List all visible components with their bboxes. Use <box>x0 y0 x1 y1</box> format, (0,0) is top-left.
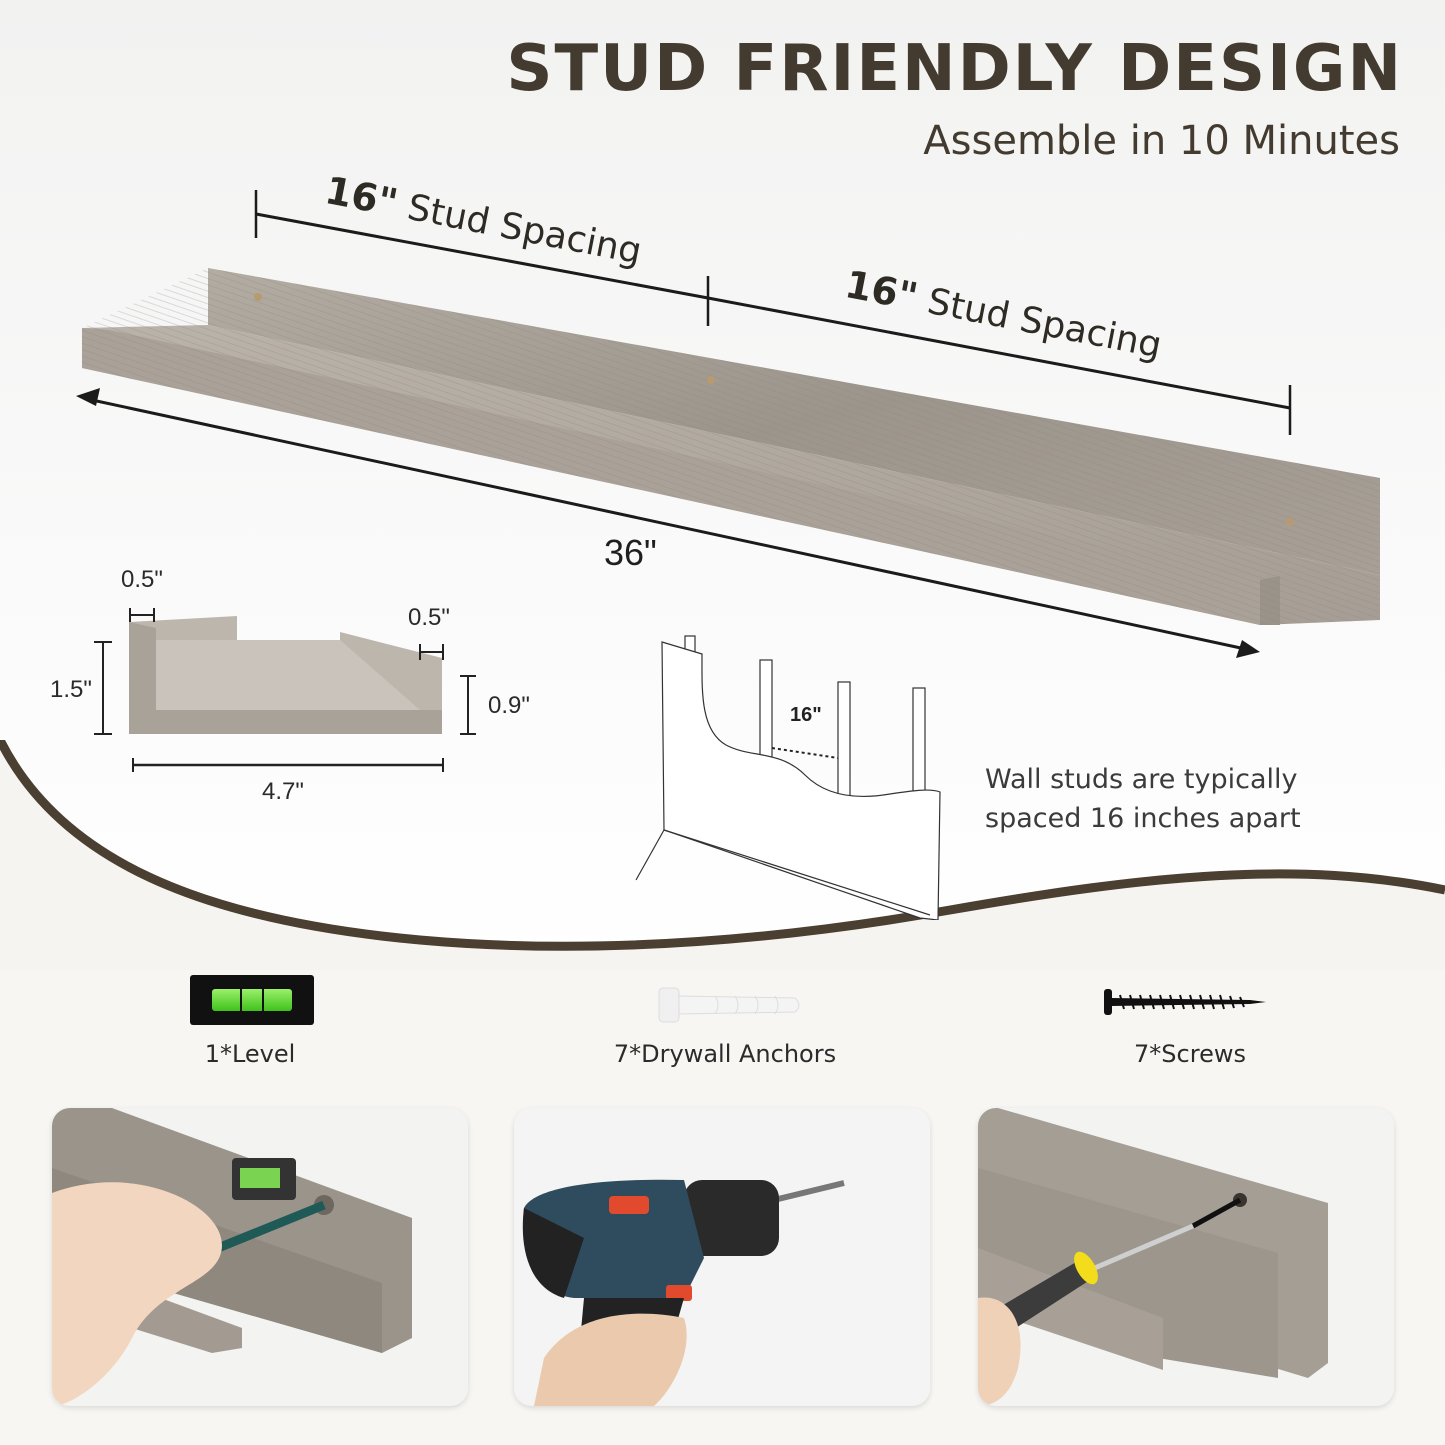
drywall-anchor-icon <box>658 987 800 1023</box>
lip-right-label: 0.5" <box>408 604 450 631</box>
stud-note-line-2: spaced 16 inches apart <box>985 803 1301 834</box>
accessory-screws-label: 7*Screws <box>1134 1040 1246 1068</box>
height-front-label: 0.9" <box>488 692 530 719</box>
height-back-label: 1.5" <box>50 676 92 703</box>
lip-left-label: 0.5" <box>121 566 163 593</box>
screw-hole <box>1286 518 1294 526</box>
accessory-anchors-label: 7*Drywall Anchors <box>613 1040 837 1068</box>
page-subtitle: Assemble in 10 Minutes <box>923 118 1400 164</box>
bubble-level-icon <box>190 975 314 1025</box>
drill-photo <box>514 1108 930 1406</box>
accessory-level-label: 1*Level <box>204 1040 296 1068</box>
stud-gap-label: 16" <box>790 704 822 726</box>
step-photo-mark-holes <box>52 1108 468 1406</box>
stud-spacing-note: Wall studs are typically spaced 16 inche… <box>985 760 1301 838</box>
screwdriver-photo <box>978 1108 1394 1406</box>
screw-icon <box>1104 989 1266 1015</box>
total-length-label: 36" <box>604 532 657 573</box>
cross-section-diagram <box>94 608 476 772</box>
page-title: STUD FRIENDLY DESIGN <box>506 32 1403 106</box>
step-photo-drill <box>514 1108 930 1406</box>
depth-label: 4.7" <box>262 778 304 805</box>
shelf-illustration <box>76 190 1380 658</box>
wall-stud-diagram <box>635 635 941 920</box>
pencil-level-photo <box>52 1108 468 1406</box>
step-photo-screw <box>978 1108 1394 1406</box>
screw-hole <box>707 376 715 384</box>
stud-note-line-1: Wall studs are typically <box>985 764 1298 795</box>
screw-hole <box>254 293 262 301</box>
wave-divider <box>0 740 1445 970</box>
